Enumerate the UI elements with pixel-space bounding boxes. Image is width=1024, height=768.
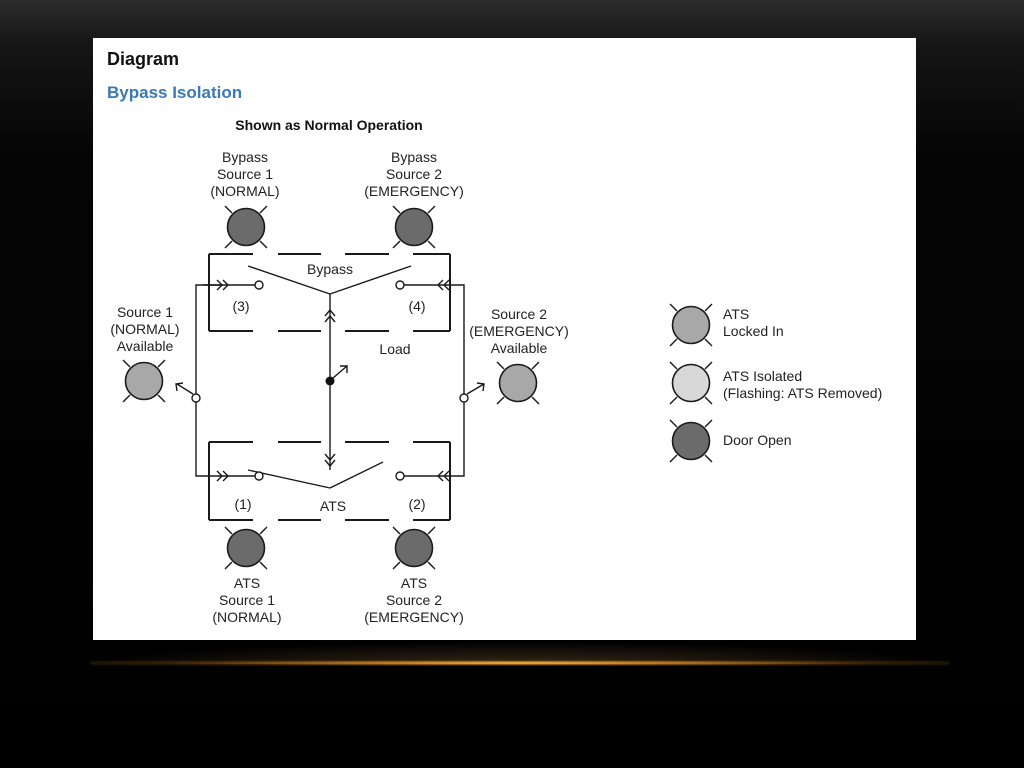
legend-ats-isolated-line-2: (Flashing: ATS Removed) bbox=[723, 385, 882, 401]
source-1-available-line-3: Available bbox=[117, 338, 174, 354]
slide-accent-line bbox=[90, 660, 950, 666]
ats-source-2-line-1: ATS bbox=[401, 575, 427, 591]
ats-switch-box bbox=[208, 441, 451, 521]
bypass-source-2-lamp-icon bbox=[392, 205, 436, 249]
legend-door-open-lamp-icon bbox=[669, 419, 713, 463]
ats-label: ATS bbox=[320, 498, 346, 514]
legend-door-open-label: Door Open bbox=[723, 432, 791, 448]
bypass-switch-contacts bbox=[203, 265, 450, 295]
source-1-available-lamp-icon bbox=[122, 359, 166, 403]
bypass-source-2-line-2: Source 2 bbox=[386, 166, 442, 182]
ats-source-2-line-3: (EMERGENCY) bbox=[364, 609, 464, 625]
ats-source-1-line-2: Source 1 bbox=[219, 592, 275, 608]
legend-ats-locked-in-lamp-icon bbox=[669, 303, 713, 347]
source-1-available-line-2: (NORMAL) bbox=[110, 321, 179, 337]
contact-2-label: (2) bbox=[408, 496, 425, 512]
source-2-available-line-1: Source 2 bbox=[491, 306, 547, 322]
bypass-label: Bypass bbox=[307, 261, 353, 277]
diagram-caption: Shown as Normal Operation bbox=[235, 117, 422, 133]
ats-source-2-line-2: Source 2 bbox=[386, 592, 442, 608]
source-1-feed-line bbox=[175, 284, 223, 477]
legend-ats-isolated-line-1: ATS Isolated bbox=[723, 368, 802, 384]
slide-accent-glow bbox=[90, 642, 950, 664]
ats-source-2-lamp-icon bbox=[392, 526, 436, 570]
bypass-source-1-lamp-icon bbox=[224, 205, 268, 249]
ats-source-1-line-3: (NORMAL) bbox=[212, 609, 281, 625]
contact-4-label: (4) bbox=[408, 298, 425, 314]
bypass-source-2-line-3: (EMERGENCY) bbox=[364, 183, 464, 199]
source-2-available-lamp-icon bbox=[496, 361, 540, 405]
diagram-panel: Diagram Bypass Isolation Shown as Normal… bbox=[93, 38, 916, 640]
source-1-available-line-1: Source 1 bbox=[117, 304, 173, 320]
panel-title: Diagram bbox=[107, 49, 179, 69]
legend-ats-locked-in-line-1: ATS bbox=[723, 306, 749, 322]
legend: ATS Locked In ATS Isolated (Flashing: AT… bbox=[669, 303, 882, 463]
bypass-source-1-line-2: Source 1 bbox=[217, 166, 273, 182]
source-2-available-line-2: (EMERGENCY) bbox=[469, 323, 569, 339]
legend-ats-isolated-lamp-icon bbox=[669, 361, 713, 405]
contact-1-label: (1) bbox=[234, 496, 251, 512]
bypass-isolation-diagram: Diagram Bypass Isolation Shown as Normal… bbox=[107, 49, 882, 625]
load-label: Load bbox=[379, 341, 410, 357]
bypass-source-2-line-1: Bypass bbox=[391, 149, 437, 165]
source-2-feed-line bbox=[439, 284, 485, 477]
bypass-source-1-line-1: Bypass bbox=[222, 149, 268, 165]
source-2-available-line-3: Available bbox=[491, 340, 548, 356]
ats-switch-contacts bbox=[216, 461, 450, 489]
panel-subtitle: Bypass Isolation bbox=[107, 83, 242, 102]
bypass-source-1-line-3: (NORMAL) bbox=[210, 183, 279, 199]
load-bus-line bbox=[324, 294, 348, 470]
ats-source-1-lamp-icon bbox=[224, 526, 268, 570]
bypass-switch-box bbox=[208, 253, 451, 332]
legend-ats-locked-in-line-2: Locked In bbox=[723, 323, 784, 339]
contact-3-label: (3) bbox=[232, 298, 249, 314]
ats-source-1-line-1: ATS bbox=[234, 575, 260, 591]
